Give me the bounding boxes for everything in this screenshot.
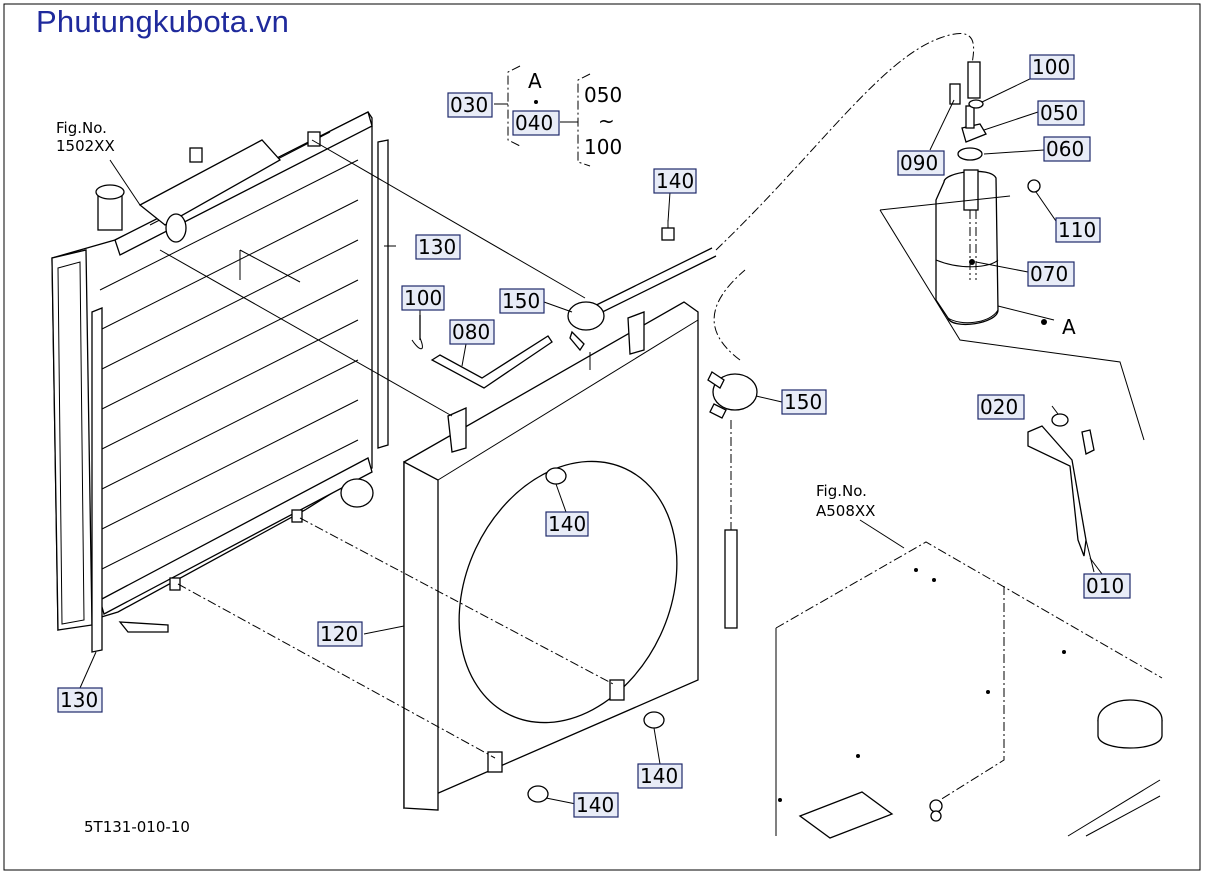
part-label-070: 070 — [1030, 262, 1068, 286]
bolt-140-upper — [661, 220, 675, 241]
bolt-140-shroud-top — [545, 467, 567, 485]
part-label-110: 110 — [1058, 218, 1096, 242]
part-label-050: 050 — [1040, 101, 1078, 125]
callout-a: A — [1062, 315, 1076, 339]
group-marker-a: A — [528, 69, 542, 93]
part-label-130-right: 130 — [418, 235, 456, 259]
side-seal-130-right — [377, 139, 389, 449]
side-seal-130-left — [91, 307, 103, 653]
group-range-to: 100 — [584, 135, 622, 159]
bolt-140-shroud-bottom — [527, 785, 549, 803]
part-label-100-clip: 100 — [404, 286, 442, 310]
part-label-140-shroud-bottom: 140 — [576, 793, 614, 817]
part-label-090: 090 — [900, 151, 938, 175]
site-watermark-title: Phutungkubota.vn — [36, 4, 290, 39]
radiator — [51, 111, 389, 653]
fan-shroud — [403, 301, 699, 811]
reserve-tank — [879, 61, 1145, 441]
drawing-code: 5T131-010-10 — [84, 818, 190, 836]
assembly-lines — [159, 139, 616, 759]
part-label-140-upper: 140 — [656, 169, 694, 193]
radiator-fins — [99, 159, 359, 571]
part-label-140-shroud-right: 140 — [640, 764, 678, 788]
group-notation — [494, 65, 591, 167]
part-label-140-shroud-top: 140 — [548, 512, 586, 536]
overflow-hose — [411, 33, 975, 629]
fig-ref-a508-line2: A508XX — [816, 502, 875, 520]
group-label-030: 030 — [450, 93, 488, 117]
group-label-040: 040 — [515, 111, 553, 135]
part-label-010: 010 — [1086, 574, 1124, 598]
bolts-140 — [527, 220, 675, 803]
tank-bracket — [1027, 319, 1095, 573]
part-label-100-tank: 100 — [1032, 55, 1070, 79]
part-label-080: 080 — [452, 320, 490, 344]
bolt-140-shroud-right — [643, 711, 665, 729]
part-label-120: 120 — [320, 622, 358, 646]
group-range-from: 050 — [584, 83, 622, 107]
drawing-frame — [3, 3, 1201, 871]
floor-frame — [775, 541, 1163, 839]
fig-ref-1502-line2: 1502XX — [56, 137, 115, 155]
leader-lines — [79, 75, 1103, 805]
group-range-sep: ~ — [598, 109, 615, 133]
fig-ref-a508-line1: Fig.No. — [816, 482, 867, 500]
fig-ref-1502-line1: Fig.No. — [56, 119, 107, 137]
part-label-130-left: 130 — [60, 688, 98, 712]
part-label-020: 020 — [980, 395, 1018, 419]
part-label-060: 060 — [1046, 137, 1084, 161]
part-label-150-left: 150 — [502, 289, 540, 313]
part-label-150-right: 150 — [784, 390, 822, 414]
